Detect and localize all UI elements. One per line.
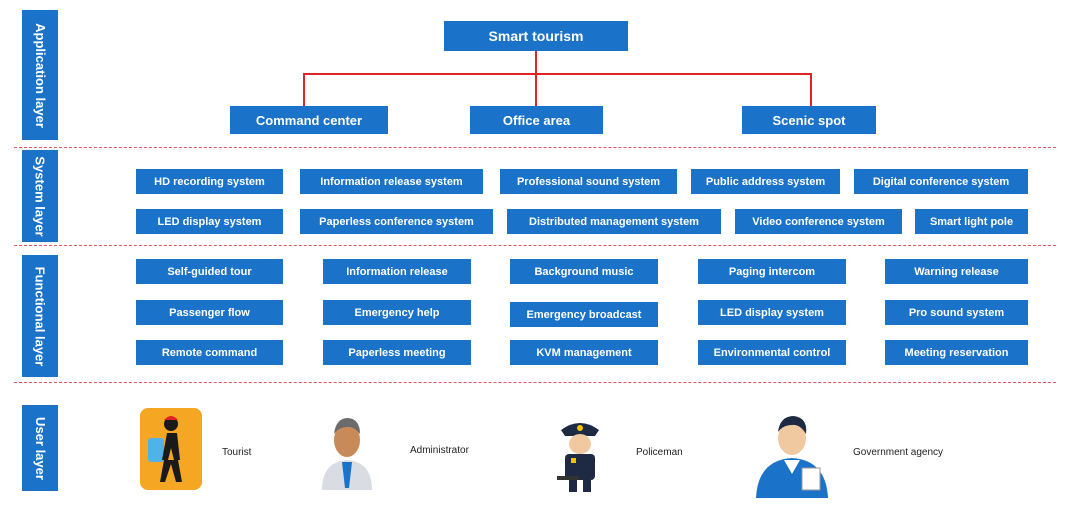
root-node-label: Smart tourism xyxy=(488,28,584,44)
function-box-label: Self-guided tour xyxy=(167,265,252,278)
function-box: Environmental control xyxy=(698,340,846,365)
function-box: KVM management xyxy=(510,340,658,365)
function-box-label: Paging intercom xyxy=(728,265,816,278)
system-box-label: Distributed management system xyxy=(529,215,699,228)
function-box: Self-guided tour xyxy=(136,259,283,284)
connector-left-drop xyxy=(303,73,305,106)
system-box: Smart light pole xyxy=(915,209,1028,234)
function-box-label: Information release xyxy=(346,265,448,278)
function-box: Remote command xyxy=(136,340,283,365)
function-box-label: Pro sound system xyxy=(908,306,1005,319)
user-label-administrator: Administrator xyxy=(410,445,469,456)
system-box-label: Smart light pole xyxy=(929,215,1014,228)
administrator-icon xyxy=(318,410,376,490)
layer-label-system-text: System layer xyxy=(32,155,48,237)
system-box-label: Digital conference system xyxy=(872,175,1010,188)
connector-right-drop xyxy=(810,73,812,106)
system-box-label: Information release system xyxy=(320,175,463,188)
system-box-label: Public address system xyxy=(705,175,826,188)
connector-horizontal xyxy=(303,73,812,75)
connector-root-stem xyxy=(535,51,537,74)
system-box-label: Video conference system xyxy=(752,215,885,228)
function-box: Information release xyxy=(323,259,471,284)
function-box: Passenger flow xyxy=(136,300,283,325)
app-node-label: Scenic spot xyxy=(772,112,846,128)
user-label-tourist: Tourist xyxy=(222,447,252,458)
function-box-label: Environmental control xyxy=(713,346,831,359)
layer-label-functional-text: Functional layer xyxy=(32,266,48,366)
tourist-icon xyxy=(140,408,202,490)
divider-2 xyxy=(14,245,1056,246)
app-node-label: Command center xyxy=(255,112,363,128)
layer-label-application: Application layer xyxy=(22,10,58,140)
function-box: Background music xyxy=(510,259,658,284)
system-box: Paperless conference system xyxy=(300,209,493,234)
root-node: Smart tourism xyxy=(444,21,628,51)
divider-3 xyxy=(14,382,1056,383)
function-box-label: LED display system xyxy=(720,306,824,319)
layer-label-functional: Functional layer xyxy=(22,255,58,377)
function-box: Warning release xyxy=(885,259,1028,284)
function-box-label: Remote command xyxy=(161,346,258,359)
system-box: Video conference system xyxy=(735,209,902,234)
layer-label-system: System layer xyxy=(22,150,58,242)
policeman-icon xyxy=(555,414,605,494)
divider-1 xyxy=(14,147,1056,148)
function-box-label: Emergency broadcast xyxy=(526,308,642,321)
function-box-label: Warning release xyxy=(914,265,999,278)
layer-label-user: User layer xyxy=(22,405,58,491)
function-box: Paging intercom xyxy=(698,259,846,284)
function-box-label: Meeting reservation xyxy=(904,346,1009,359)
app-node-command-center: Command center xyxy=(230,106,388,134)
function-box: Emergency broadcast xyxy=(510,302,658,327)
system-box: LED display system xyxy=(136,209,283,234)
function-box-label: Background music xyxy=(534,265,634,278)
function-box: Meeting reservation xyxy=(885,340,1028,365)
system-box: Information release system xyxy=(300,169,483,194)
app-node-office-area: Office area xyxy=(470,106,603,134)
system-box-label: Paperless conference system xyxy=(319,215,474,228)
system-box-label: Professional sound system xyxy=(516,175,661,188)
user-label-government-agency: Government agency xyxy=(853,447,944,458)
layer-label-application-text: Application layer xyxy=(32,22,48,128)
app-node-label: Office area xyxy=(502,112,571,128)
app-node-scenic-spot: Scenic spot xyxy=(742,106,876,134)
system-box-label: HD recording system xyxy=(154,175,265,188)
system-box: Digital conference system xyxy=(854,169,1028,194)
function-box: Pro sound system xyxy=(885,300,1028,325)
function-box: Paperless meeting xyxy=(323,340,471,365)
function-box-label: Emergency help xyxy=(354,306,440,319)
user-label-policeman: Policeman xyxy=(636,447,683,458)
system-box: HD recording system xyxy=(136,169,283,194)
government-agency-icon xyxy=(752,408,832,498)
function-box: LED display system xyxy=(698,300,846,325)
connector-mid-drop xyxy=(535,73,537,106)
layer-label-user-text: User layer xyxy=(32,416,48,480)
function-box-label: KVM management xyxy=(536,346,632,359)
function-box: Emergency help xyxy=(323,300,471,325)
function-box-label: Passenger flow xyxy=(169,306,250,319)
system-box-label: LED display system xyxy=(157,215,262,228)
system-box: Public address system xyxy=(691,169,840,194)
system-box: Distributed management system xyxy=(507,209,721,234)
function-box-label: Paperless meeting xyxy=(348,346,446,359)
system-box: Professional sound system xyxy=(500,169,677,194)
